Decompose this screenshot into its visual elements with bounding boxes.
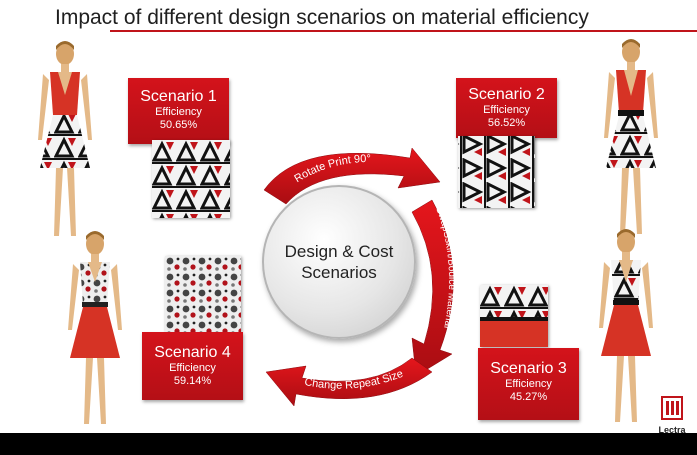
scenario-4-name: Scenario 4 xyxy=(154,344,231,361)
arrow-bottom xyxy=(265,357,433,407)
lectra-logo-icon xyxy=(661,396,683,420)
lectra-logo-text: Lectra xyxy=(658,425,686,435)
scenario-1-efficiency-label: Efficiency xyxy=(155,106,202,118)
model-figure-3 xyxy=(599,229,653,422)
title-underline xyxy=(110,30,697,32)
model-figure-4 xyxy=(68,231,122,424)
page-title: Impact of different design scenarios on … xyxy=(55,6,589,29)
scenario-2-efficiency-label: Efficiency xyxy=(483,104,530,116)
scenario-3-efficiency-value: 45.27% xyxy=(509,391,548,403)
scenario-1-print-swatch xyxy=(152,140,230,218)
scenario-2-print-swatch xyxy=(458,136,535,208)
model-figure-2 xyxy=(604,39,658,234)
scenario-2-box: Scenario 2 Efficiency 56.52% xyxy=(456,78,557,138)
hub-line-1: Design & Cost xyxy=(284,242,394,261)
central-hub-circle: Design & Cost Scenarios xyxy=(262,185,416,339)
scenario-1-efficiency-value: 50.65% xyxy=(159,119,198,131)
scenario-3-dress-swatch xyxy=(480,285,548,347)
scenario-3-name: Scenario 3 xyxy=(490,360,567,377)
scenario-4-box: Scenario 4 Efficiency 59.14% xyxy=(142,332,243,400)
model-figure-1 xyxy=(38,41,92,236)
scenario-3-box: Scenario 3 Efficiency 45.27% xyxy=(478,348,579,420)
scenario-4-efficiency-label: Efficiency xyxy=(169,362,216,374)
scenario-4-print-swatch xyxy=(165,256,241,332)
bottom-bar xyxy=(0,433,697,455)
scenario-2-efficiency-value: 56.52% xyxy=(487,117,526,129)
scenario-2-name: Scenario 2 xyxy=(468,86,545,103)
scenario-3-efficiency-label: Efficiency xyxy=(505,378,552,390)
scenario-4-efficiency-value: 59.14% xyxy=(173,375,212,387)
hub-line-2: Scenarios xyxy=(301,263,377,282)
scenario-1-name: Scenario 1 xyxy=(140,88,217,105)
arrow-top xyxy=(263,147,441,205)
scenario-1-box: Scenario 1 Efficiency 50.65% xyxy=(128,78,229,144)
lectra-logo: Lectra xyxy=(657,396,687,435)
